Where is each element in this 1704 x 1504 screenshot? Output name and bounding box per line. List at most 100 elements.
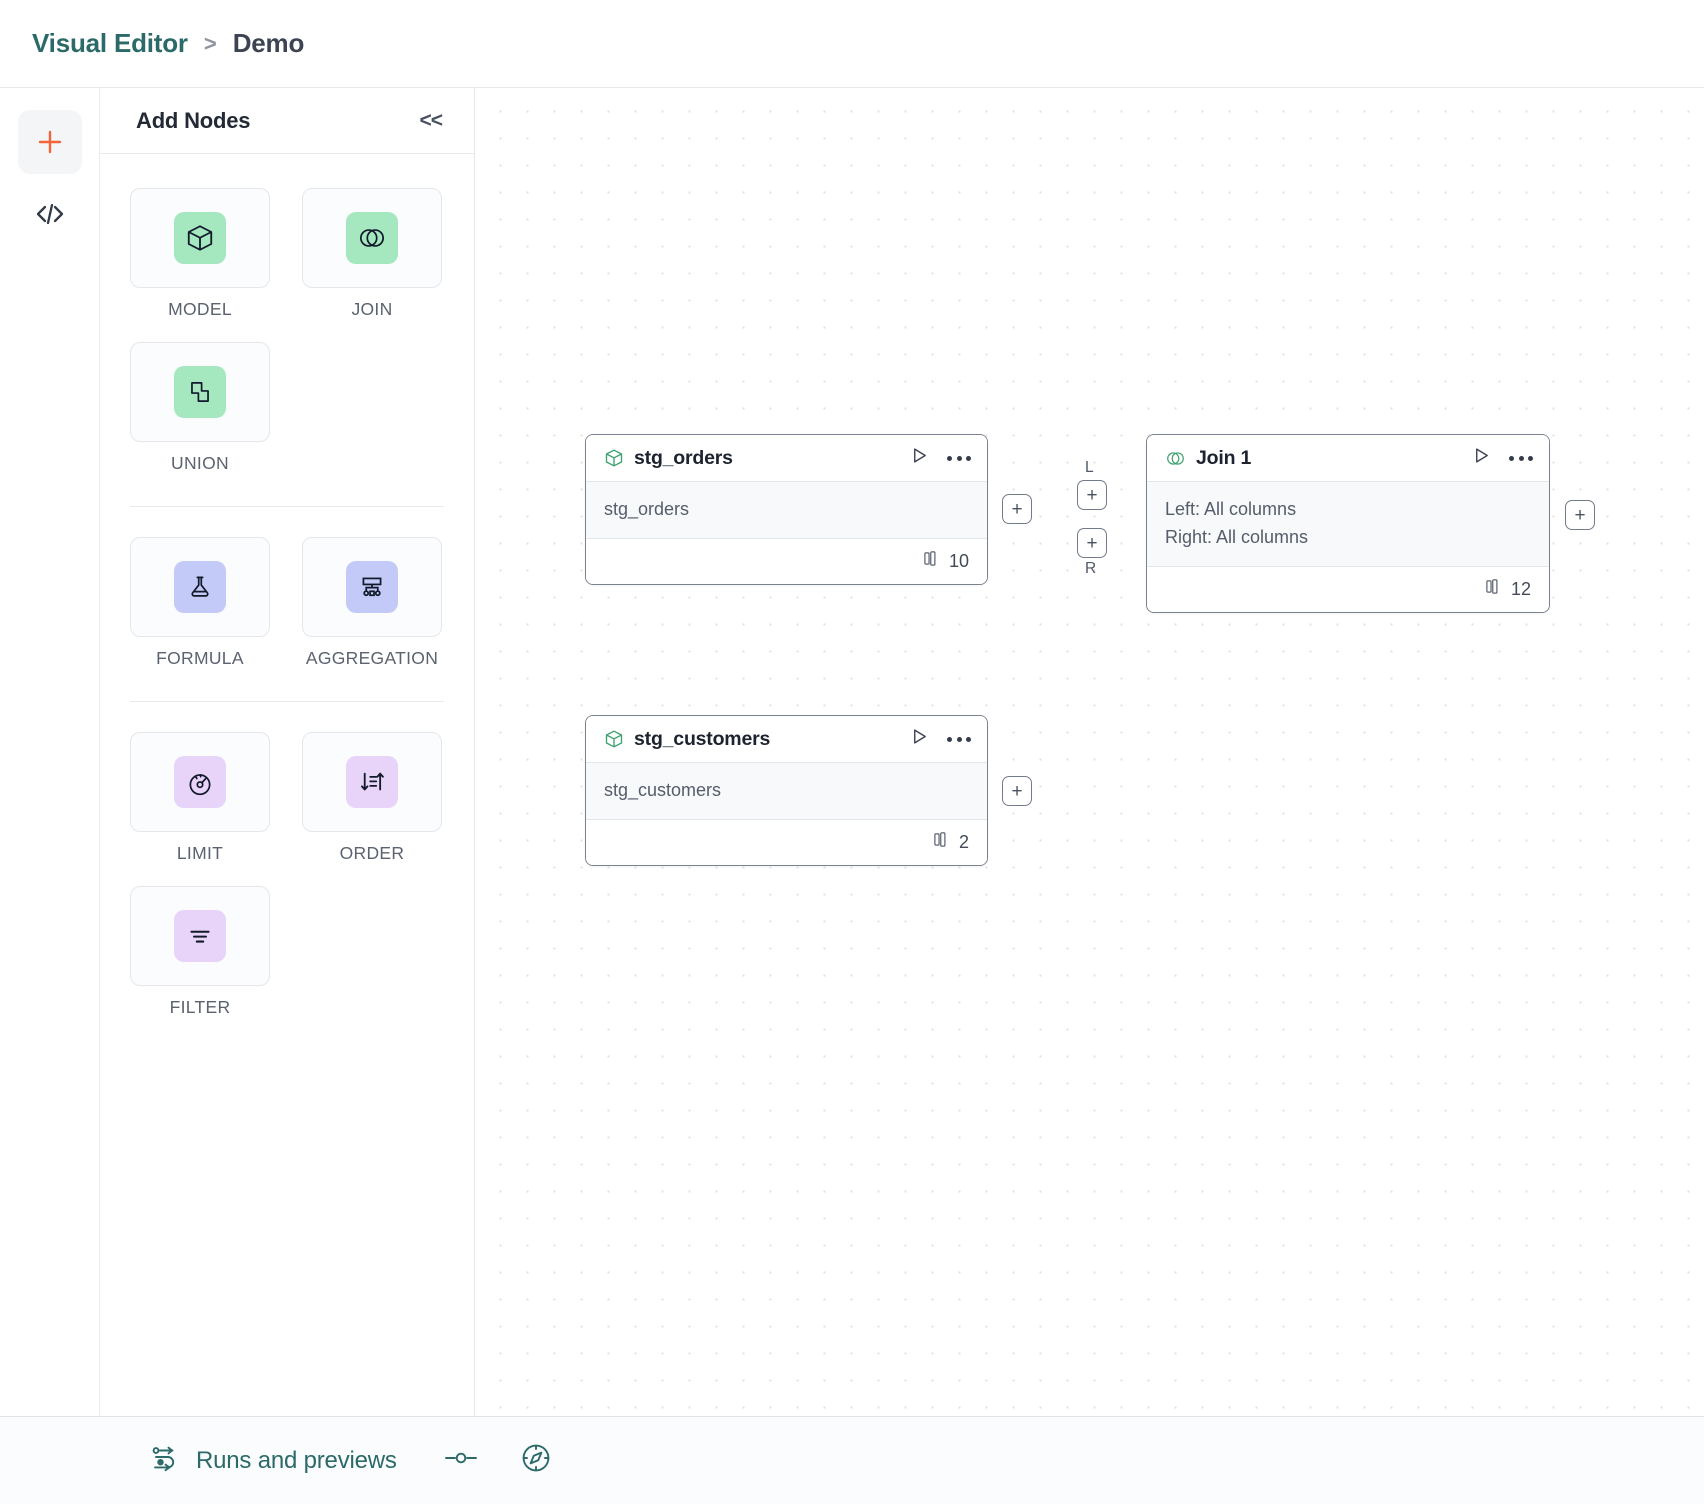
gauge-icon bbox=[189, 773, 211, 796]
palette-item-model[interactable]: MODEL bbox=[130, 188, 270, 320]
node-header[interactable]: Join 1 bbox=[1147, 435, 1549, 482]
more-icon[interactable] bbox=[947, 455, 971, 461]
columns-icon bbox=[933, 831, 950, 853]
node-title: stg_customers bbox=[634, 727, 771, 750]
column-count: 10 bbox=[923, 550, 969, 572]
palette-item-filter[interactable]: FILTER bbox=[130, 886, 270, 1018]
model-chip bbox=[174, 212, 226, 264]
node-body: Left: All columns Right: All columns bbox=[1147, 482, 1549, 567]
sort-arrows-icon bbox=[361, 772, 384, 791]
filter-chip bbox=[174, 910, 226, 962]
input-port-join-left[interactable]: + bbox=[1077, 480, 1107, 510]
node-stg-orders[interactable]: stg_orders stg_orders bbox=[585, 434, 988, 585]
palette-label: AGGREGATION bbox=[305, 648, 439, 668]
code-icon bbox=[36, 203, 63, 225]
flow-canvas[interactable]: stg_orders stg_orders bbox=[475, 88, 1704, 1416]
palette-tile[interactable] bbox=[130, 732, 270, 832]
palette-item-join[interactable]: JOIN bbox=[302, 188, 442, 320]
node-footer: 10 bbox=[586, 538, 987, 584]
column-count: 2 bbox=[933, 831, 969, 853]
play-icon[interactable] bbox=[910, 727, 929, 751]
compass-icon[interactable] bbox=[519, 1441, 553, 1480]
breadcrumb-demo[interactable]: Demo bbox=[232, 28, 305, 58]
input-port-join-right[interactable]: + bbox=[1077, 528, 1107, 558]
union-shapes-icon bbox=[191, 382, 209, 402]
node-header[interactable]: stg_orders bbox=[586, 435, 987, 482]
palette-item-aggregation[interactable]: AGGREGATION bbox=[302, 537, 442, 669]
code-view-rail-button[interactable] bbox=[18, 182, 82, 246]
palette-label: FILTER bbox=[169, 997, 231, 1017]
node-body-line: stg_orders bbox=[604, 499, 690, 519]
play-icon[interactable] bbox=[1472, 446, 1491, 470]
join-chip bbox=[346, 212, 398, 264]
node-stg-customers[interactable]: stg_customers stg_customers bbox=[585, 715, 988, 866]
union-chip bbox=[174, 366, 226, 418]
venn-icon bbox=[359, 229, 385, 247]
output-port-stg-customers[interactable]: + bbox=[1002, 776, 1032, 806]
cube-icon bbox=[604, 448, 624, 468]
node-link-icon[interactable] bbox=[443, 1449, 479, 1472]
breadcrumb-visual-editor[interactable]: Visual Editor bbox=[32, 28, 188, 58]
node-body-line-right: Right: All columns bbox=[1165, 526, 1309, 547]
node-join-1[interactable]: Join 1 Left: All columns Right: All colu… bbox=[1146, 434, 1550, 613]
palette-tile[interactable] bbox=[302, 732, 442, 832]
cube-icon bbox=[604, 729, 624, 749]
node-body-line-left: Left: All columns bbox=[1165, 499, 1297, 519]
runs-and-previews-label: Runs and previews bbox=[196, 1446, 397, 1474]
right-port-label: R bbox=[1085, 560, 1097, 577]
node-group-modifiers: LIMIT ORDER bbox=[130, 732, 444, 1040]
palette-item-union[interactable]: UNION bbox=[130, 342, 270, 474]
palette-label: LIMIT bbox=[176, 843, 224, 863]
node-body: stg_orders bbox=[586, 482, 987, 539]
add-nodes-panel: Add Nodes << MODEL bbox=[100, 88, 475, 1416]
output-port-join-1[interactable]: + bbox=[1565, 500, 1595, 530]
node-footer: 12 bbox=[1147, 566, 1549, 612]
collapse-panel-button[interactable]: << bbox=[419, 108, 443, 132]
more-icon[interactable] bbox=[1509, 455, 1533, 461]
column-count-value: 12 bbox=[1510, 578, 1531, 599]
play-icon[interactable] bbox=[910, 446, 929, 470]
output-port-stg-orders[interactable]: + bbox=[1002, 494, 1032, 524]
plus-icon bbox=[38, 130, 61, 154]
palette-item-limit[interactable]: LIMIT bbox=[130, 732, 270, 864]
palette-tile[interactable] bbox=[130, 342, 270, 442]
palette-tile[interactable] bbox=[130, 537, 270, 637]
panel-body: MODEL JOIN bbox=[100, 154, 474, 1416]
left-port-label: L bbox=[1085, 459, 1094, 476]
palette-item-order[interactable]: ORDER bbox=[302, 732, 442, 864]
aggregation-tree-icon bbox=[362, 577, 382, 597]
palette-label: FORMULA bbox=[156, 648, 244, 668]
node-header-actions bbox=[910, 727, 971, 751]
node-title: stg_orders bbox=[634, 446, 733, 469]
column-count-value: 10 bbox=[948, 550, 969, 571]
cube-icon bbox=[187, 225, 213, 251]
add-node-rail-button[interactable] bbox=[17, 110, 82, 174]
palette-tile[interactable] bbox=[302, 537, 442, 637]
panel-header: Add Nodes << bbox=[100, 88, 474, 154]
palette-tile[interactable] bbox=[302, 188, 442, 288]
node-header-actions bbox=[1472, 446, 1533, 470]
runs-and-previews-button[interactable]: Runs and previews bbox=[148, 1443, 397, 1478]
palette-divider-1 bbox=[130, 506, 444, 507]
node-header[interactable]: stg_customers bbox=[586, 716, 987, 763]
app-header: Visual Editor > Demo bbox=[0, 0, 1704, 88]
palette-label: ORDER bbox=[339, 843, 405, 863]
palette-tile[interactable] bbox=[130, 188, 270, 288]
formula-chip bbox=[174, 561, 226, 613]
palette-label: MODEL bbox=[168, 299, 232, 319]
more-icon[interactable] bbox=[947, 736, 971, 742]
breadcrumb: Visual Editor > Demo bbox=[32, 28, 304, 59]
palette-item-formula[interactable]: FORMULA bbox=[130, 537, 270, 669]
limit-chip bbox=[174, 756, 226, 808]
panel-title: Add Nodes bbox=[136, 107, 251, 133]
flask-icon bbox=[191, 576, 209, 597]
palette-divider-2 bbox=[130, 701, 444, 702]
palette-tile[interactable] bbox=[130, 886, 270, 986]
aggregation-chip bbox=[346, 561, 398, 613]
node-group-sources: MODEL JOIN bbox=[130, 188, 444, 496]
footer-icon-group bbox=[443, 1441, 553, 1480]
venn-icon bbox=[1165, 448, 1186, 469]
column-count: 12 bbox=[1485, 578, 1531, 600]
node-body-line: stg_customers bbox=[604, 780, 722, 800]
